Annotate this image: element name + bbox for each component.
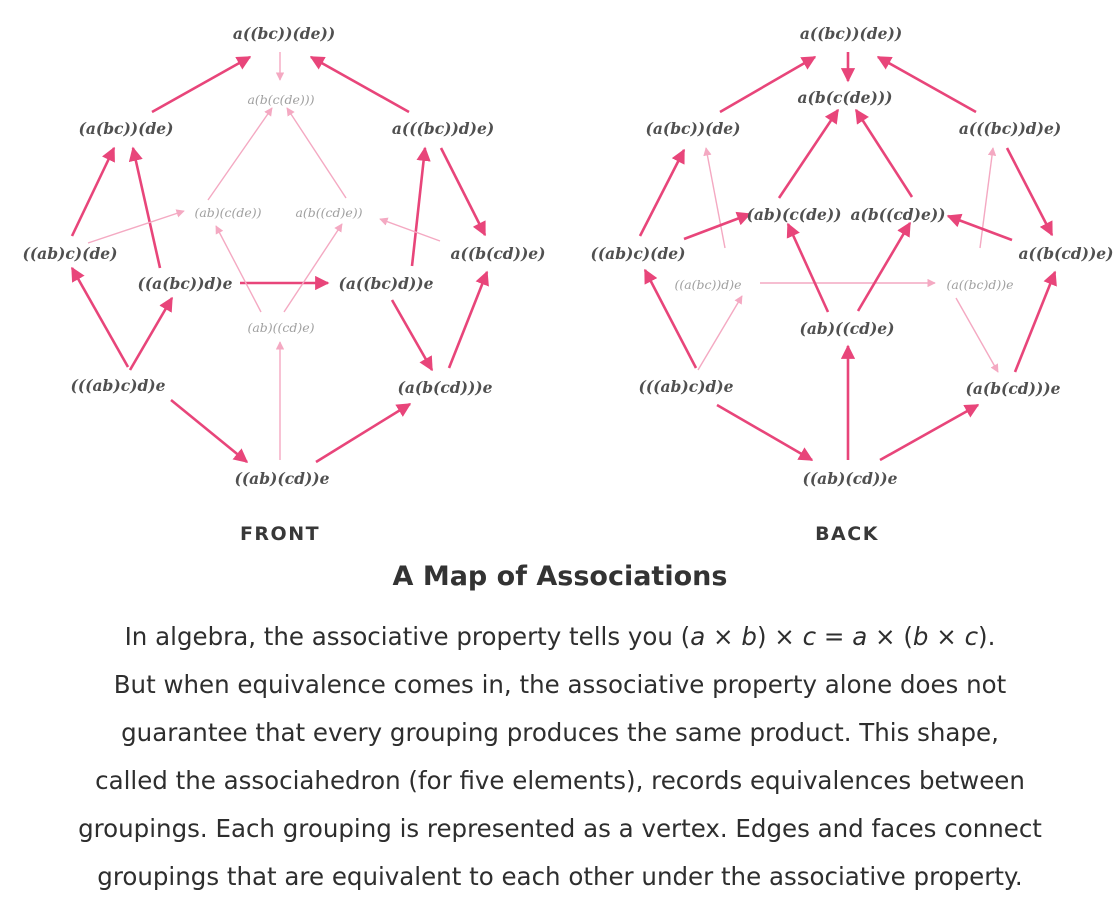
front-vertex-top: a((bc))(de)) (233, 24, 335, 43)
front-edge-12 (390, 299, 434, 372)
back-edge-15 (854, 108, 914, 198)
front-edge-1 (309, 55, 410, 114)
front-vertex-ab-cd-e: ((ab)(cd))e (234, 469, 329, 488)
back-vertex-abc-de2: ((ab)c)(de) (590, 244, 685, 263)
back-edge-12 (955, 297, 999, 373)
back-edge-17 (946, 213, 1013, 242)
back-edge-16 (683, 211, 752, 241)
front-edge-16 (87, 209, 185, 244)
back-vertex-ab-cde2: (ab)((cd)e) (799, 319, 894, 338)
paragraph-line-1: In algebra, the associative property tel… (124, 622, 996, 651)
back-caption: BACK (815, 523, 879, 545)
back-edge-8 (697, 295, 743, 371)
front-edge-0 (151, 55, 252, 114)
front-caption: FRONT (240, 523, 320, 545)
back-edge-9 (716, 403, 814, 462)
front-edge-5 (410, 146, 431, 267)
back-nodes: a((bc))(de)) a(b(c(de))) (a(bc))(de) a(((bc… (590, 24, 1113, 488)
front-edge-8 (128, 296, 174, 371)
front-vertex-abc-de2: ((ab)c)(de) (22, 244, 117, 263)
back-edge-14 (777, 108, 840, 199)
back-edge-1 (876, 55, 977, 114)
back-vertex-ab-cde: (ab)(c(de)) (746, 205, 841, 224)
back-vertex-abcde-r: (a((bc)d))e (946, 277, 1013, 292)
paragraph-line-2: But when equivalence comes in, the assoc… (113, 670, 1007, 699)
front-vertex-abcde-r: (a((bc)d))e (338, 274, 433, 293)
back-edge-19 (856, 221, 912, 312)
back-edge-11 (1013, 270, 1057, 373)
back-edge-4 (703, 147, 726, 249)
front-vertex-abc-de: (a(bc))(de) (78, 119, 173, 138)
front-edge-4 (128, 146, 162, 269)
back-edge-10 (879, 403, 980, 462)
back-edge-6 (1005, 147, 1054, 237)
front-vertex-a-bcd-e: a(((bc))d)e) (392, 119, 494, 138)
back-vertex-a-bcd-e3: (a(b(cd)))e (965, 379, 1060, 398)
front-edge-3 (70, 146, 116, 237)
front-edge-14 (207, 107, 273, 201)
front-edge-7 (70, 266, 130, 368)
front-edge-6 (439, 147, 487, 237)
paragraph-line-6: groupings that are equivalent to each ot… (97, 862, 1023, 891)
front-vertex-a-bcde2: a(b((cd)e)) (295, 205, 362, 220)
back-vertex-a-bcd-e2: a((b(cd))e) (1018, 244, 1113, 263)
back-edge-5 (979, 147, 997, 249)
back-edge-0 (719, 55, 817, 114)
front-vertex-ab-cde: (ab)(c(de)) (194, 205, 261, 220)
back-edge-18 (786, 222, 830, 313)
paragraph-line-4: called the associahedron (for five eleme… (95, 766, 1025, 795)
back-vertex-abcde-l: ((a(bc))d)e (674, 277, 741, 292)
front-vertex-abcd-e: (((ab)c)d)e (70, 376, 165, 395)
paragraph-line-3: guarantee that every grouping produces t… (121, 718, 999, 747)
front-edge-19 (283, 223, 343, 313)
back-vertex-a-bcd-e: a(((bc))d)e) (959, 119, 1061, 138)
front-vertex-ab-cde2: (ab)((cd)e) (247, 320, 314, 335)
front-edge-17 (379, 217, 441, 242)
front-vertex-a-bcd-e3: (a(b(cd)))e (397, 378, 492, 397)
front-edge-15 (286, 107, 347, 199)
front-vertex-abcde-l: ((a(bc))d)e (137, 274, 232, 293)
back-vertex-a-bcde: a(b(c(de))) (797, 88, 892, 107)
front-nodes: a((bc))(de)) a(b(c(de))) (a(bc))(de) a(((bc… (22, 24, 545, 488)
front-vertex-a-bcd-e2: a((b(cd))e) (450, 244, 545, 263)
back-edge-7 (643, 268, 698, 369)
description-paragraph: In algebra, the associative property tel… (40, 613, 1080, 901)
back-edge-3 (638, 148, 686, 237)
page-title: A Map of Associations (392, 561, 728, 592)
back-vertex-top: a((bc))(de)) (800, 24, 902, 43)
paragraph-line-5: groupings. Each grouping is represented … (78, 814, 1042, 843)
back-vertex-ab-cd-e: ((ab)(cd))e (802, 469, 897, 488)
associahedron-diagram: a((bc))(de)) a(b(c(de))) (a(bc))(de) a(((bc… (22, 24, 1113, 545)
front-edge-18 (215, 225, 262, 313)
back-vertex-abcd-e: (((ab)c)d)e (638, 377, 733, 396)
back-vertex-a-bcde2: a(b((cd)e)) (850, 205, 945, 224)
front-vertex-a-bcde: a(b(c(de))) (247, 92, 314, 107)
front-edge-11 (447, 270, 489, 369)
front-edges (70, 52, 489, 464)
front-edge-9 (170, 398, 249, 464)
back-edges (638, 52, 1057, 462)
front-edge-10 (315, 402, 412, 464)
back-vertex-abc-de: (a(bc))(de) (645, 119, 740, 138)
